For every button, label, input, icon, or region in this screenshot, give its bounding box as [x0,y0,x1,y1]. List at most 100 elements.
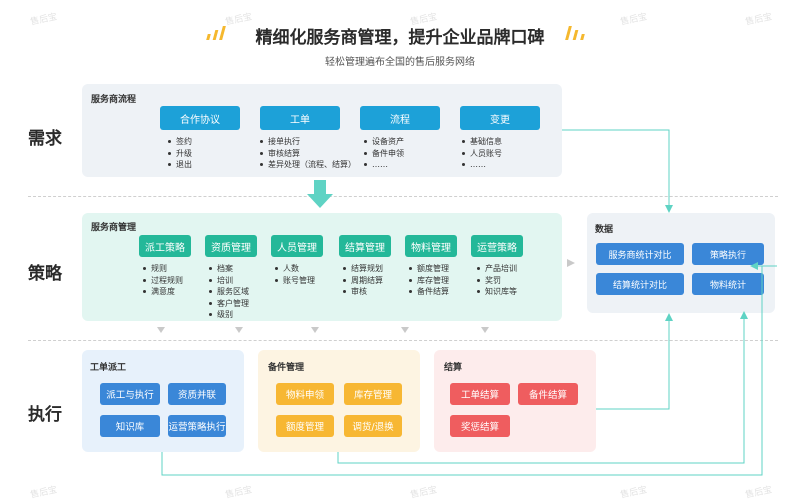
small-down-arrow [481,327,489,333]
title-decoration-right [565,26,585,40]
spare-chip-inventory: 库存管理 [344,383,402,405]
process-chip-agreement: 合作协议 [160,106,240,130]
page-title: 精细化服务商管理，提升企业品牌口碑 [255,28,545,48]
list-item: 库存管理 [409,275,449,287]
list-item: 审核 [343,286,383,298]
flow-down-arrow [307,180,333,208]
dispatch-chip-qualification-link: 资质并联 [168,383,226,405]
data-panel: 数据 服务商统计对比 策略执行 结算统计对比 物料统计 [587,213,775,313]
list-item: 服务区域 [209,286,249,298]
process-chip-flow: 流程 [360,106,440,130]
management-chip-settlement: 结算管理 [339,235,391,257]
row-divider [28,196,778,197]
list-item: 结算规划 [343,263,383,275]
list-item: 审核结算 [260,148,356,160]
list-item: 设备资产 [364,136,404,148]
watermark: 售后宝 [619,485,649,501]
management-list-qualification: 档案 培训 服务区域 客户管理 级别 [209,263,249,321]
data-chip-material-stats: 物料统计 [692,273,764,295]
data-chip-settlement-stats: 结算统计对比 [596,273,684,295]
list-item: 人员账号 [462,148,502,160]
management-panel-title: 服务商管理 [91,223,137,233]
watermark: 售后宝 [29,485,59,501]
list-item: 级别 [209,309,249,321]
spare-parts-panel-title: 备件管理 [268,363,305,373]
spare-chip-request: 物料申领 [276,383,334,405]
row-label-demand: 需求 [28,129,62,149]
settlement-panel-title: 结算 [444,363,463,373]
small-down-arrow [235,327,243,333]
dispatch-chip-knowledge: 知识库 [100,415,160,437]
management-panel: 服务商管理 派工策略 规则 过程规则 满意度 资质管理 档案 培训 服务区域 客… [82,213,562,321]
list-item: 规则 [143,263,183,275]
list-item: 过程规则 [143,275,183,287]
small-down-arrow [311,327,319,333]
process-list-change: 基础信息 人员账号 …… [462,136,502,171]
spare-chip-transfer: 调货/退换 [344,415,402,437]
management-chip-operations: 运营策略 [471,235,523,257]
list-item: 额度管理 [409,263,449,275]
connector-process-to-data [562,129,673,213]
list-item: 周期结算 [343,275,383,287]
list-item: 备件申领 [364,148,404,160]
list-item: 知识库等 [477,286,517,298]
process-list-flow: 设备资产 备件申领 …… [364,136,404,171]
process-list-workorder: 接单执行 审核结算 差异处理（流程、结算） [260,136,356,171]
list-item: 接单执行 [260,136,356,148]
management-chip-materials: 物料管理 [405,235,457,257]
list-item: 差异处理（流程、结算） [260,159,356,171]
dispatch-chip-ops-strategy: 运营策略执行 [168,415,226,437]
watermark: 售后宝 [409,485,439,501]
list-item: 账号管理 [275,275,315,287]
management-list-dispatch-strategy: 规则 过程规则 满意度 [143,263,183,298]
process-chip-change: 变更 [460,106,540,130]
small-down-arrow [401,327,409,333]
management-chip-qualification: 资质管理 [205,235,257,257]
list-item: 档案 [209,263,249,275]
dispatch-panel-title: 工单派工 [90,363,127,373]
data-panel-title: 数据 [595,225,614,235]
dispatch-panel: 工单派工 派工与执行 资质并联 知识库 运营策略执行 [82,350,244,452]
list-item: 满意度 [143,286,183,298]
row-divider [28,340,778,341]
process-panel: 服务商流程 合作协议 签约 升级 退出 工单 接单执行 审核结算 差异处理（流程… [82,84,562,177]
management-list-personnel: 人数 账号管理 [275,263,315,286]
spare-parts-panel: 备件管理 物料申领 库存管理 额度管理 调货/退换 [258,350,420,452]
settlement-panel: 结算 工单结算 备件结算 奖惩结算 [434,350,596,452]
process-list-agreement: 签约 升级 退出 [168,136,192,171]
right-arrow [567,259,575,267]
management-chip-dispatch-strategy: 派工策略 [139,235,191,257]
process-panel-title: 服务商流程 [91,95,137,105]
data-chip-strategy-exec: 策略执行 [692,243,764,265]
list-item: 产品培训 [477,263,517,275]
list-item: 备件结算 [409,286,449,298]
page-subtitle: 轻松管理遍布全国的售后服务网络 [325,57,475,68]
row-label-strategy: 策略 [28,264,62,284]
management-list-materials: 额度管理 库存管理 备件结算 [409,263,449,298]
management-list-settlement: 结算规划 周期结算 审核 [343,263,383,298]
list-item: 奖罚 [477,275,517,287]
dispatch-chip-execute: 派工与执行 [100,383,160,405]
list-item: 培训 [209,275,249,287]
row-label-execution: 执行 [28,405,62,425]
list-item: 客户管理 [209,298,249,310]
watermark: 售后宝 [224,485,254,501]
list-item: 退出 [168,159,192,171]
connector-settlement-to-data [596,313,673,410]
list-item: 人数 [275,263,315,275]
spare-chip-quota: 额度管理 [276,415,334,437]
settlement-chip-reward-penalty: 奖惩结算 [450,415,510,437]
small-down-arrow [157,327,165,333]
management-chip-personnel: 人员管理 [271,235,323,257]
data-chip-provider-stats: 服务商统计对比 [596,243,684,265]
list-item: 基础信息 [462,136,502,148]
list-item: …… [462,159,502,171]
list-item: 升级 [168,148,192,160]
settlement-chip-workorder: 工单结算 [450,383,510,405]
list-item: 签约 [168,136,192,148]
management-list-operations: 产品培训 奖罚 知识库等 [477,263,517,298]
settlement-chip-spare: 备件结算 [518,383,578,405]
process-chip-workorder: 工单 [260,106,340,130]
watermark: 售后宝 [744,485,774,501]
list-item: …… [364,159,404,171]
